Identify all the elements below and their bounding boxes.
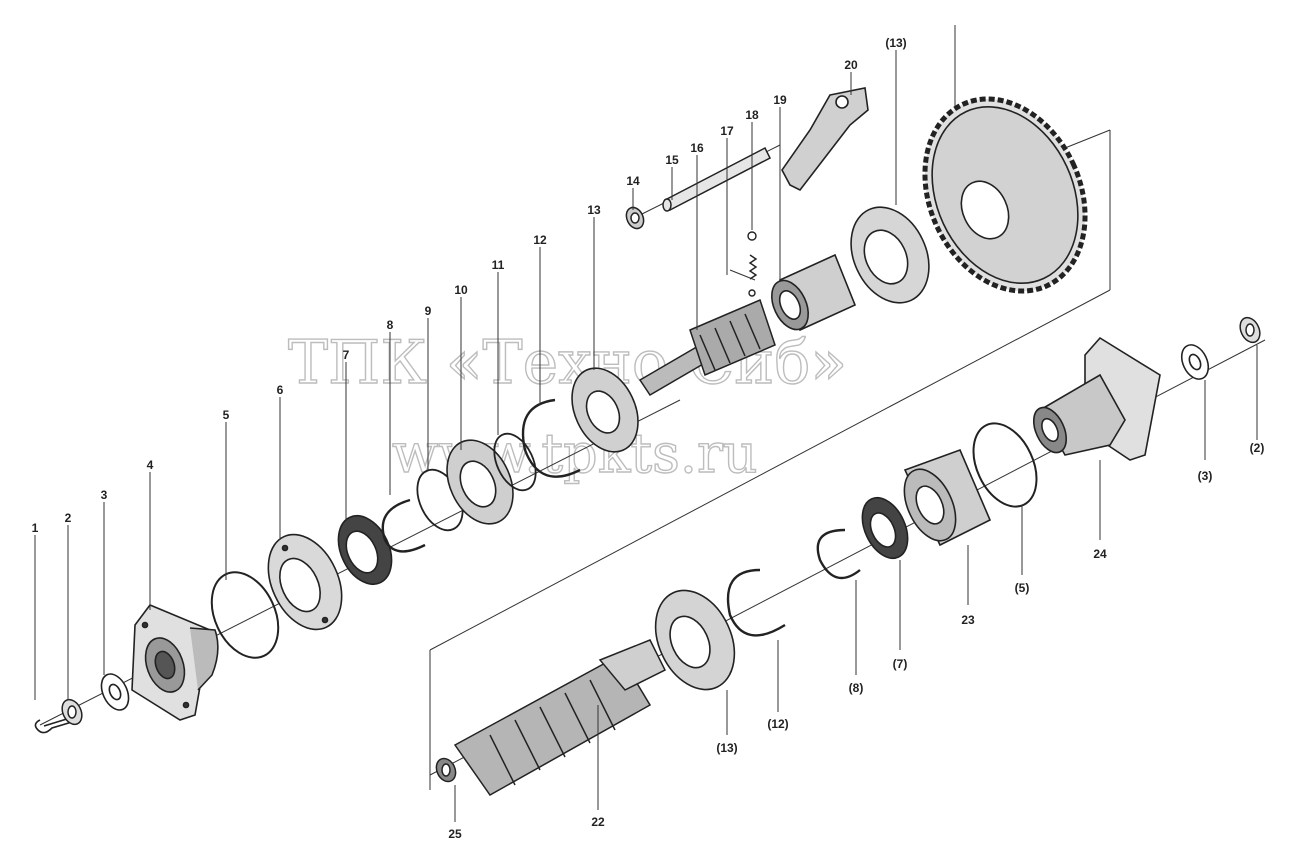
- snap-ring-lower-part-8: [816, 528, 861, 580]
- ball-bearing-part-13: [571, 367, 639, 453]
- o-ring-lower-part-5: [972, 422, 1038, 508]
- label-part-13: 13: [587, 203, 601, 217]
- part-labels: 1 2 3 4 5 6 7 8 9 10 11 12 13 14 15 16 1…: [32, 36, 1265, 841]
- label-part-4: 4: [147, 458, 154, 472]
- bearing-cover-part-6: [267, 533, 343, 631]
- label-part-20: 20: [844, 58, 858, 72]
- label-part-12: 12: [533, 233, 547, 247]
- label-part-5-lower: (5): [1015, 581, 1030, 595]
- label-part-23: 23: [961, 613, 975, 627]
- label-part-12-lower: (12): [767, 717, 788, 731]
- label-part-7: 7: [343, 348, 350, 362]
- ring-part-11: [493, 432, 537, 492]
- label-part-9: 9: [425, 304, 432, 318]
- label-part-2: 2: [65, 511, 72, 525]
- sliding-sleeve-part-19: [771, 253, 857, 332]
- flange-housing-part-24: [1032, 336, 1161, 461]
- ball-bearing-lower-part-13: [654, 589, 736, 691]
- label-part-10: 10: [454, 283, 468, 297]
- label-part-13-upper: (13): [885, 36, 906, 50]
- castle-nut-right-part-2: [1239, 316, 1261, 344]
- flange-housing-part-4: [131, 604, 219, 721]
- shift-fork-part-20: [781, 87, 869, 192]
- shift-shaft-part-15: [662, 146, 772, 212]
- label-part-24: 24: [1093, 547, 1107, 561]
- label-part-19: 19: [773, 93, 787, 107]
- oil-seal-part-7: [337, 515, 393, 585]
- label-part-3-right: (3): [1198, 469, 1213, 483]
- label-part-5: 5: [223, 408, 230, 422]
- label-part-17: 17: [720, 124, 734, 138]
- label-part-13-lower: (13): [716, 741, 737, 755]
- label-part-25: 25: [448, 827, 462, 841]
- needle-bearing-part-25: [435, 757, 457, 783]
- snap-ring-part-12: [521, 398, 581, 478]
- label-part-15: 15: [665, 153, 679, 167]
- label-part-14: 14: [626, 174, 640, 188]
- label-part-18: 18: [745, 108, 759, 122]
- label-part-22: 22: [591, 815, 605, 829]
- bearing-cover-part-23: [903, 448, 992, 547]
- label-part-6: 6: [277, 383, 284, 397]
- large-gear: [922, 96, 1088, 294]
- main-shaft-part-22: [453, 639, 667, 796]
- snap-ring-part-8: [381, 498, 426, 553]
- label-part-1: 1: [32, 521, 39, 535]
- label-part-7-lower: (7): [893, 657, 908, 671]
- oil-seal-lower-part-7: [861, 496, 909, 560]
- snap-ring-lower-part-12: [726, 568, 786, 637]
- leader-lines: [34, 50, 1258, 822]
- label-part-3: 3: [101, 488, 108, 502]
- label-part-11: 11: [492, 258, 505, 272]
- washer-part-3: [100, 673, 130, 711]
- collar-part-14: [625, 206, 645, 230]
- label-part-8: 8: [387, 318, 394, 332]
- splined-shaft-part-16: [638, 298, 776, 397]
- label-part-16: 16: [690, 141, 704, 155]
- detent-spring-part-18: [747, 231, 758, 297]
- washer-right-part-3: [1180, 344, 1210, 380]
- ball-bearing-upper-part-13: [850, 206, 930, 304]
- castle-nut-part-2: [61, 698, 83, 726]
- label-part-8-lower: (8): [849, 681, 864, 695]
- label-part-2-right: (2): [1250, 441, 1265, 455]
